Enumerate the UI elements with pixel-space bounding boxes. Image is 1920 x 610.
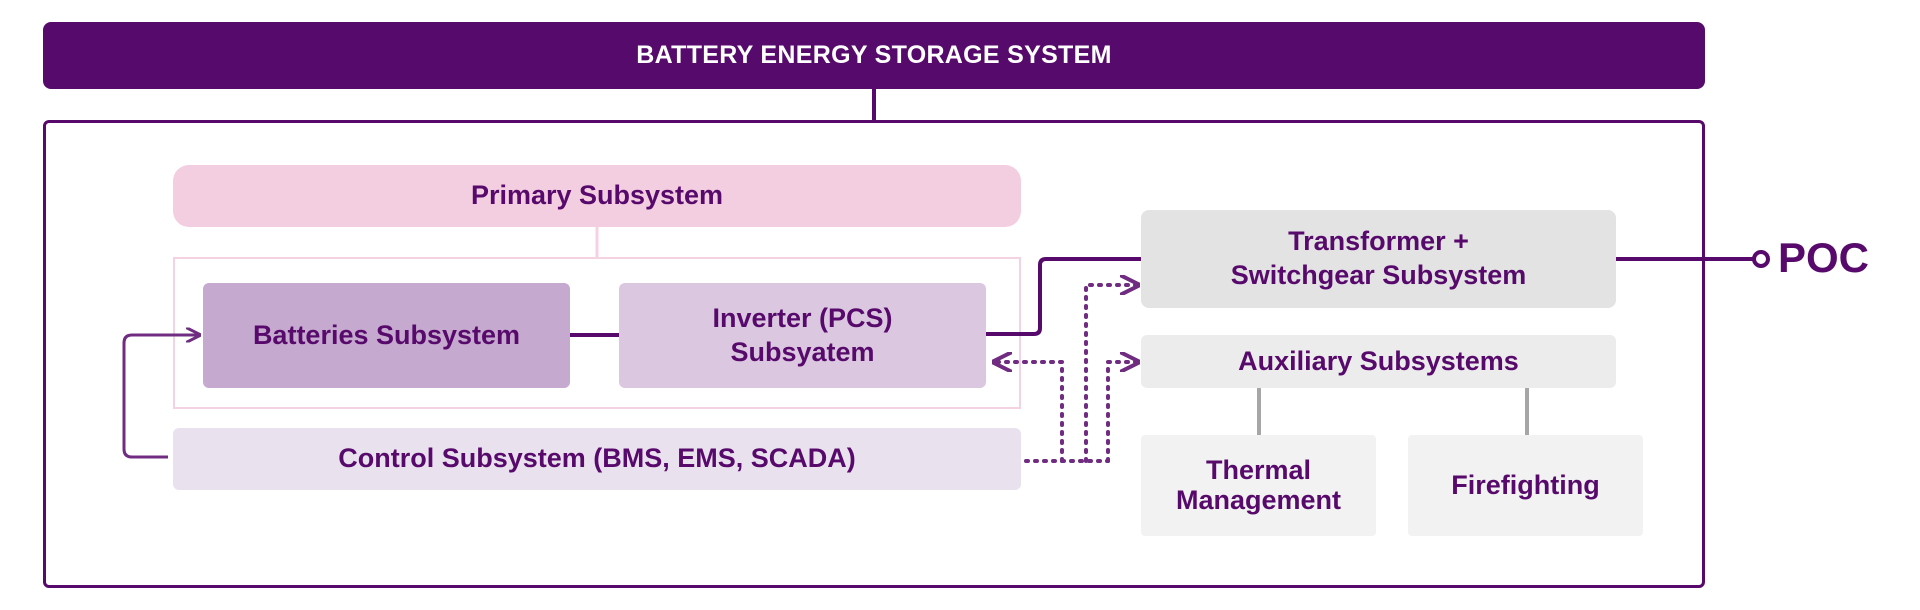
auxiliary-subsystems-label: Auxiliary Subsystems <box>1238 345 1519 376</box>
auxiliary-subsystems-box: Auxiliary Subsystems <box>1141 335 1616 388</box>
firefighting-label: Firefighting <box>1451 469 1600 500</box>
control-auxiliary-dotted-arrow <box>1106 362 1136 463</box>
poc-label: POC <box>1778 233 1870 281</box>
batteries-subsystem-label: Batteries Subsystem <box>252 319 521 350</box>
primary-subsystem-header: Primary Subsystem <box>173 165 1021 227</box>
inverter-transformer-link <box>986 257 1141 336</box>
poc-terminal <box>1752 250 1770 268</box>
batteries-subsystem-box: Batteries Subsystem <box>203 283 570 388</box>
system-frame <box>43 120 1705 588</box>
firefighting-box: Firefighting <box>1408 435 1643 536</box>
control-transformer-dotted-arrow <box>1084 285 1136 463</box>
thermal-management-box: Thermal Management <box>1141 435 1376 536</box>
poc-label-box: POC <box>1778 230 1898 286</box>
control-subsystem-label: Control Subsystem (BMS, EMS, SCADA) <box>338 443 856 474</box>
system-title-bar: BATTERY ENERGY STORAGE SYSTEM <box>43 22 1705 89</box>
primary-subsystem-label: Primary Subsystem <box>470 180 724 211</box>
transformer-subsystem-box: Transformer + Switchgear Subsystem <box>1141 210 1616 308</box>
control-subsystem-box: Control Subsystem (BMS, EMS, SCADA) <box>173 428 1021 490</box>
control-inverter-dotted-arrow <box>996 362 1064 463</box>
transformer-subsystem-label: Transformer + Switchgear Subsystem <box>1230 226 1527 290</box>
inverter-subsystem-label: Inverter (PCS) Subsyatem <box>712 302 893 367</box>
system-title: BATTERY ENERGY STORAGE SYSTEM <box>636 40 1112 69</box>
inverter-subsystem-box: Inverter (PCS) Subsyatem <box>619 283 986 388</box>
control-batteries-arrow <box>122 335 198 459</box>
thermal-management-label: Thermal Management <box>1175 454 1342 515</box>
